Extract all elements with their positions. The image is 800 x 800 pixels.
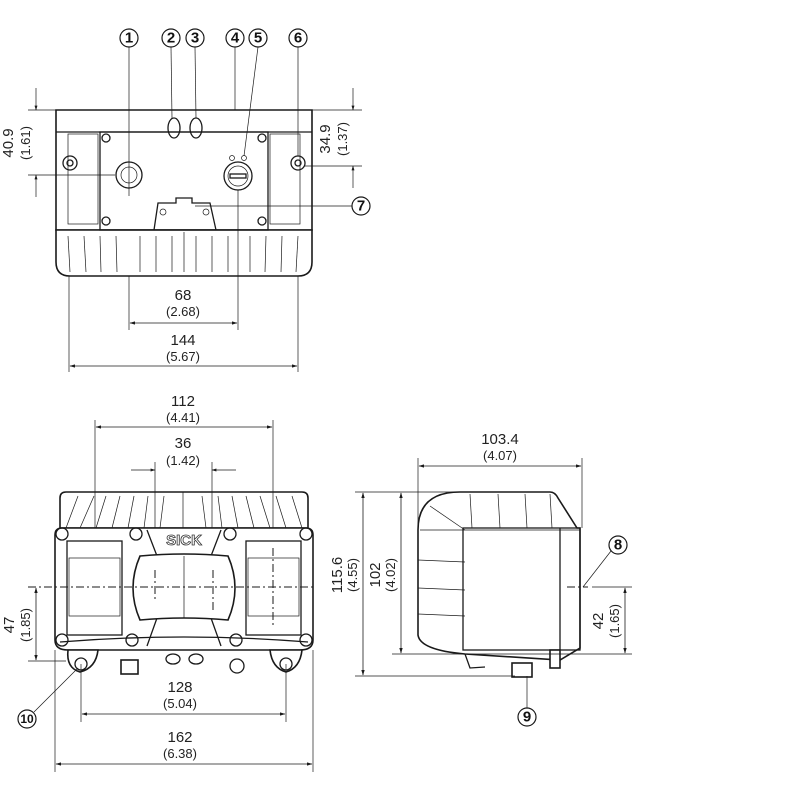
callout-6: 6: [288, 28, 308, 48]
dim-inch: (4.07): [483, 448, 517, 463]
dim-value: 47: [1, 617, 18, 634]
svg-text:1: 1: [125, 30, 133, 47]
dim-inch: (4.41): [166, 410, 200, 425]
svg-text:10: 10: [20, 712, 34, 726]
dim-inch: (2.68): [166, 304, 200, 319]
dim-inch: (4.55): [345, 558, 360, 592]
svg-text:8: 8: [614, 537, 622, 554]
dim-value: 68: [175, 287, 192, 304]
dim-inch: (5.67): [166, 349, 200, 364]
svg-text:3: 3: [191, 30, 199, 47]
dim-inch: (1.85): [18, 608, 33, 642]
screw-icon: [62, 155, 78, 171]
dim-value: 36: [175, 435, 192, 452]
svg-text:2: 2: [167, 30, 175, 47]
dim-value: 42: [590, 613, 607, 630]
dim-value: 115.6: [329, 557, 346, 593]
svg-text:4: 4: [231, 30, 240, 47]
svg-text:6: 6: [294, 30, 302, 47]
dim-value: 102: [367, 562, 384, 587]
svg-text:9: 9: [523, 709, 531, 726]
front-view: SICK 112 (4.41) 36 (1.42) 47 (1.85) 128 …: [1, 393, 314, 772]
dim-inch: (5.04): [163, 696, 197, 711]
dim-inch: (1.42): [166, 453, 200, 468]
callout-3: 3: [185, 28, 205, 48]
dim-inch: (6.38): [163, 746, 197, 761]
top-view: 40.9 (1.61) 34.9 (1.37) 68 (2.68) 144 (5…: [0, 46, 362, 372]
sick-logo: SICK: [166, 532, 202, 549]
dim-value: 144: [170, 332, 195, 349]
svg-text:5: 5: [254, 30, 262, 47]
callout-7: 7: [351, 196, 371, 216]
side-view: 103.4 (4.07) 115.6 (4.55) 102 (4.02) 42 …: [329, 431, 632, 708]
dim-value: 34.9: [317, 124, 334, 153]
dim-inch: (1.61): [18, 126, 33, 160]
dim-inch: (1.37): [335, 122, 350, 156]
callout-9: 9: [517, 707, 537, 727]
svg-text:7: 7: [357, 198, 365, 215]
dim-value: 162: [167, 729, 192, 746]
dim-value: 40.9: [0, 128, 17, 157]
dim-value: 128: [167, 679, 192, 696]
dim-inch: (1.65): [607, 604, 622, 638]
callout-8: 8: [608, 535, 628, 555]
callout-5: 5: [248, 28, 268, 48]
dim-value: 112: [171, 393, 195, 410]
dim-inch: (4.02): [383, 558, 398, 592]
callout-1: 1: [119, 28, 139, 48]
callout-2: 2: [161, 28, 181, 48]
callout-4: 4: [225, 28, 245, 48]
dim-value: 103.4: [481, 431, 519, 448]
callout-10: 10: [17, 709, 37, 729]
